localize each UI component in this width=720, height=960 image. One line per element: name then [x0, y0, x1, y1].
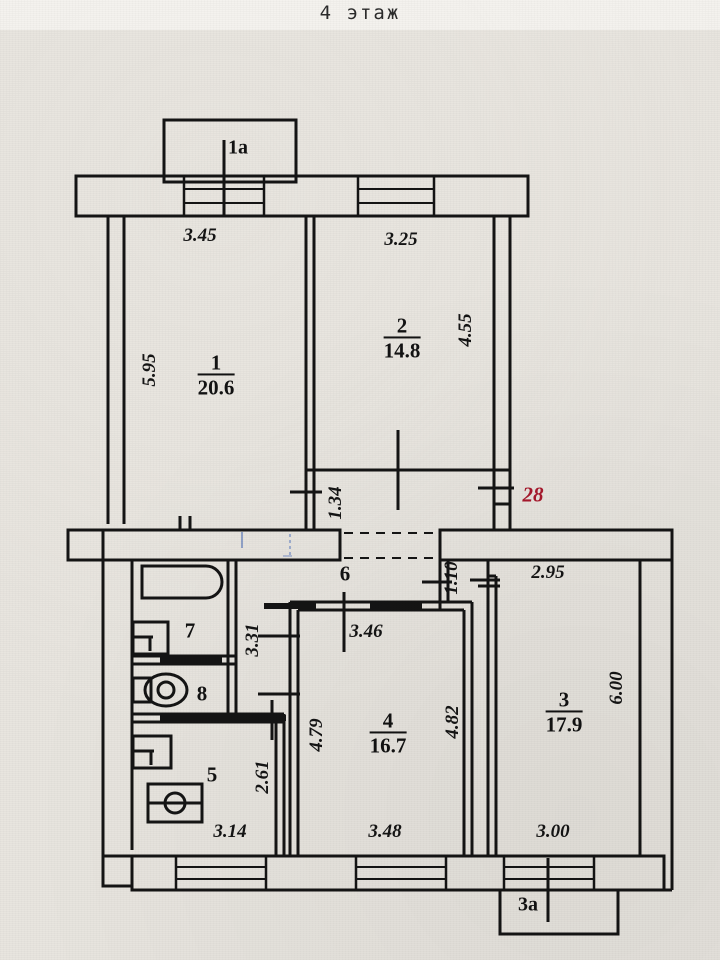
dimension-2-95: 2.95 — [531, 562, 565, 583]
apartment-number: 28 — [522, 482, 544, 507]
dimension-3-00: 3.00 — [536, 821, 570, 842]
dimension-3-14: 3.14 — [213, 821, 247, 842]
dimension-1-34: 1.34 — [325, 486, 346, 520]
upper-block-walls — [106, 216, 512, 530]
window-room5 — [174, 854, 268, 892]
room-3-label: 3 17.9 — [545, 687, 583, 737]
dimension-3-46: 3.46 — [349, 621, 383, 642]
blue-pen-marks — [241, 532, 292, 558]
right-exterior-wall — [638, 530, 674, 892]
dimension-ticks — [258, 490, 500, 740]
balcony-3a-outline — [498, 888, 620, 936]
window-room1 — [182, 174, 266, 218]
room-7-number: 7 — [184, 618, 196, 643]
room-1-number: 1 — [210, 350, 222, 375]
stove-icon — [146, 782, 204, 824]
room-1-label: 1 20.6 — [197, 350, 235, 400]
dimension-3-31: 3.31 — [242, 623, 263, 657]
window-room2 — [356, 174, 436, 218]
dimension-5-95: 5.95 — [139, 353, 160, 387]
room-4-number: 4 — [382, 708, 394, 733]
room-2-label: 2 14.8 — [383, 313, 421, 363]
balcony-1a-label: 1а — [228, 136, 248, 159]
door-threshold-room5 — [196, 715, 286, 721]
room-4-label: 4 16.7 — [369, 708, 407, 758]
toilet-icon — [131, 672, 189, 708]
dimension-2-61: 2.61 — [252, 760, 273, 794]
room-4-area: 16.7 — [369, 731, 407, 758]
top-exterior-wall — [74, 174, 530, 218]
dimension-4-79: 4.79 — [306, 718, 327, 752]
door-threshold-room8 — [160, 715, 222, 721]
room-6-number: 6 — [339, 561, 351, 586]
lower-left-exterior-wall — [66, 530, 134, 888]
room-3-area: 17.9 — [545, 710, 583, 737]
dimension-4-55: 4.55 — [455, 313, 476, 347]
dimension-4-82: 4.82 — [442, 705, 463, 739]
dimension-1-10: 1.10 — [441, 561, 462, 595]
bathtub-icon — [140, 564, 224, 600]
balcony-1a-outline — [162, 118, 298, 184]
middle-wall-band — [66, 528, 674, 562]
bottom-exterior-wall — [130, 854, 666, 892]
dimension-6-00: 6.00 — [606, 671, 627, 705]
page-top-margin — [0, 0, 720, 30]
entry-wall-stubs — [178, 468, 514, 530]
room-3-number: 3 — [558, 687, 570, 712]
room-2-number: 2 — [396, 313, 408, 338]
room-5-number: 5 — [206, 762, 218, 787]
room-8-number: 8 — [196, 681, 208, 706]
dimension-3-45: 3.45 — [183, 225, 217, 246]
balcony-3a-label: 3а — [518, 893, 538, 916]
dimension-3-48: 3.48 — [368, 821, 402, 842]
page-title: 4 этаж — [319, 2, 401, 24]
room-2-area: 14.8 — [383, 336, 421, 363]
door-threshold-room7 — [160, 657, 222, 663]
sink-room7-icon — [131, 620, 170, 656]
window-room4 — [354, 854, 448, 892]
room-1-area: 20.6 — [197, 373, 235, 400]
kitchen-sink-icon — [131, 734, 173, 770]
lower-interior-walls — [132, 560, 500, 856]
dimension-3-25: 3.25 — [384, 229, 418, 250]
